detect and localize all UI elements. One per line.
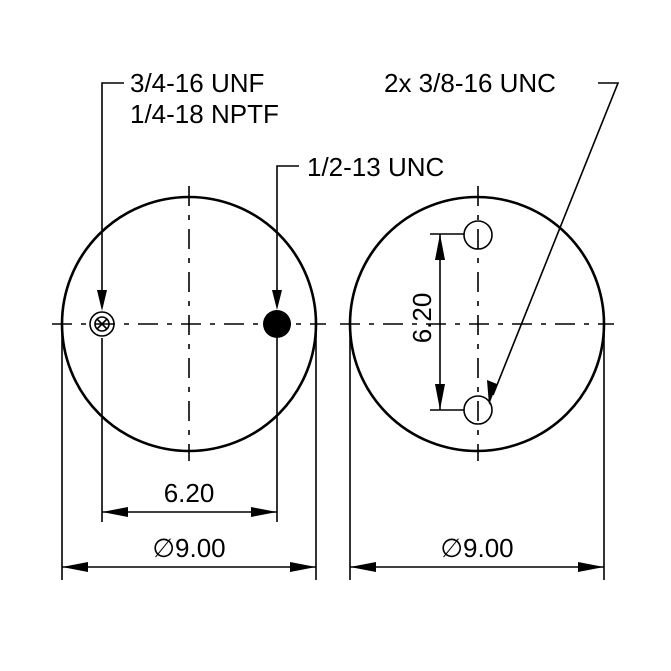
left-view: 3/4-16 UNF 1/4-18 NPTF 1/2-13 UNC 6.20 ∅… (52, 68, 444, 580)
holes-callout: 2x 3/8-16 UNC (384, 68, 556, 98)
right-hole-spacing-value: 6.20 (407, 293, 437, 344)
holes-callout-leader (487, 82, 620, 405)
right-diameter-value: ∅9.00 (440, 533, 513, 563)
stud-callout-leader (272, 165, 299, 310)
left-hole-spacing-dimension: 6.20 (102, 478, 277, 517)
mounting-hole-top-icon (463, 220, 493, 250)
right-view: 6.20 2x 3/8-16 UNC ∅9.00 (340, 68, 620, 580)
port-callout-line1: 3/4-16 UNF (130, 68, 264, 98)
air-port-symbol-icon (89, 311, 115, 337)
port-callout-leader (97, 82, 124, 311)
right-diameter-dimension: ∅9.00 (350, 533, 604, 572)
left-hole-spacing-value: 6.20 (164, 478, 215, 508)
left-diameter-dimension: ∅9.00 (62, 533, 316, 572)
stud-callout: 1/2-13 UNC (307, 152, 444, 182)
right-hole-spacing-dimension: 6.20 (407, 233, 464, 411)
left-diameter-value: ∅9.00 (152, 533, 225, 563)
stud-symbol-icon (263, 310, 291, 338)
port-callout-line2: 1/4-18 NPTF (130, 99, 279, 129)
